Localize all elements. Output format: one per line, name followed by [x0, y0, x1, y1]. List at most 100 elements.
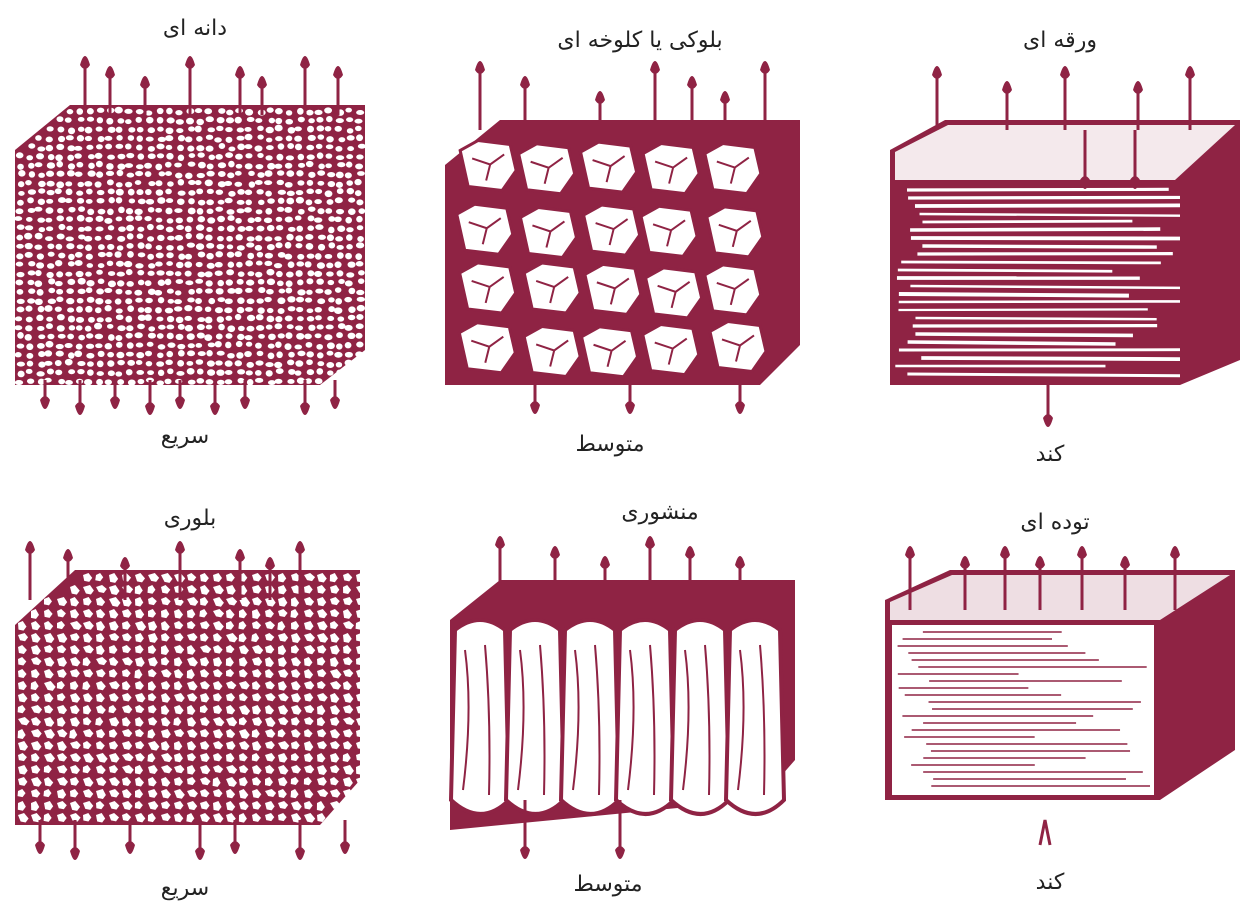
granule: [74, 153, 82, 158]
granule: [255, 343, 262, 349]
granule: [177, 344, 185, 350]
granule: [327, 172, 335, 177]
granule: [294, 136, 302, 142]
granule: [85, 244, 92, 251]
granule: [206, 379, 214, 384]
water-drop-icon: [235, 66, 245, 79]
granule: [326, 144, 334, 149]
granule: [125, 119, 132, 124]
granule: [207, 164, 214, 170]
granule: [256, 325, 264, 331]
granule: [315, 224, 323, 230]
granule: [64, 343, 72, 348]
granule: [217, 244, 225, 250]
granule: [126, 215, 134, 221]
granule: [255, 378, 263, 383]
granule: [124, 261, 132, 267]
granule: [206, 253, 213, 260]
granule: [358, 270, 365, 275]
granule: [35, 135, 42, 141]
water-drop-icon: [1077, 546, 1087, 559]
granule: [26, 317, 33, 323]
granule: [355, 126, 362, 131]
granule: [186, 118, 194, 125]
granule: [275, 108, 283, 114]
granule: [125, 163, 133, 168]
granule: [65, 272, 72, 277]
granule: [316, 278, 324, 284]
granule: [235, 288, 243, 294]
granule: [235, 218, 242, 224]
granule: [205, 306, 212, 312]
granule: [324, 334, 332, 340]
granule: [278, 143, 285, 149]
granule: [325, 190, 333, 197]
granule: [225, 342, 231, 349]
granule: [228, 161, 234, 168]
granule: [77, 361, 85, 366]
granule: [66, 236, 74, 241]
granule: [157, 127, 164, 132]
granule: [166, 198, 173, 203]
granule: [144, 216, 151, 221]
prism-column: [506, 620, 564, 814]
granule: [215, 270, 223, 276]
granule: [55, 360, 62, 366]
granule: [76, 306, 83, 312]
granule: [76, 191, 83, 196]
granule: [95, 153, 103, 159]
granule: [306, 351, 314, 357]
granule: [135, 209, 143, 215]
granule: [277, 180, 284, 185]
granule: [287, 324, 294, 329]
granule: [28, 288, 35, 293]
granule: [356, 134, 363, 141]
granule: [104, 218, 112, 224]
granule: [106, 252, 113, 257]
granule: [276, 154, 283, 161]
granule: [325, 126, 332, 131]
granule: [127, 173, 135, 178]
granule: [258, 307, 265, 314]
granule: [295, 215, 302, 220]
granule: [316, 368, 323, 375]
soil-block-aggregate: [519, 144, 575, 194]
granule: [328, 242, 335, 248]
granule: [336, 182, 343, 188]
granule: [226, 269, 234, 275]
granule: [255, 164, 263, 169]
granule: [216, 126, 223, 131]
granule: [327, 370, 333, 375]
granule: [97, 317, 104, 322]
granule: [85, 326, 92, 332]
granule: [48, 288, 55, 293]
water-drop-icon: [645, 536, 655, 549]
granule: [126, 281, 133, 287]
granule: [206, 227, 213, 232]
granule: [155, 208, 162, 213]
granule: [57, 234, 65, 240]
granule: [108, 281, 116, 288]
granule: [107, 360, 114, 367]
granule: [358, 208, 365, 214]
granule: [128, 189, 135, 196]
granule: [306, 359, 313, 365]
granule: [227, 325, 235, 332]
granule: [155, 262, 163, 267]
granule: [147, 370, 154, 375]
granule: [204, 334, 212, 341]
granule: [158, 325, 166, 330]
granule: [88, 154, 95, 159]
granule: [196, 233, 204, 239]
granule: [76, 108, 83, 115]
granule: [245, 109, 253, 116]
granule: [205, 317, 213, 324]
granule: [345, 280, 353, 286]
granule: [324, 289, 331, 295]
granule: [98, 209, 106, 215]
granule: [255, 272, 262, 278]
granule: [196, 243, 204, 250]
granule: [47, 162, 55, 169]
granule: [355, 163, 363, 169]
granule: [115, 371, 122, 376]
